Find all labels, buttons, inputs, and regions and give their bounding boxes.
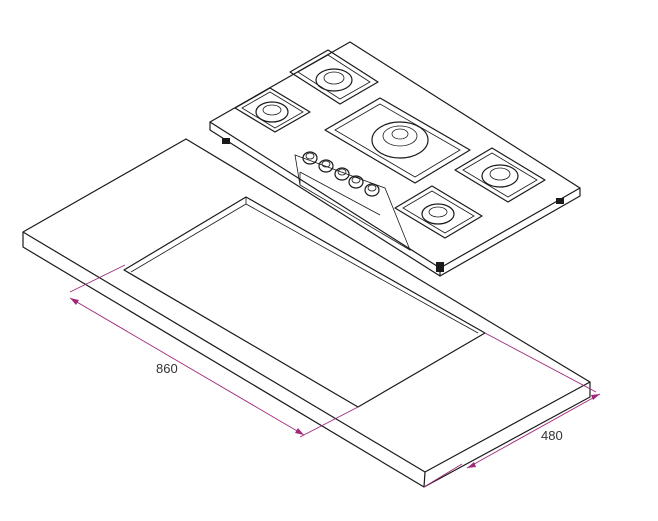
knob-3 bbox=[334, 167, 350, 181]
knob-5 bbox=[364, 183, 380, 197]
burner-front-center bbox=[394, 185, 483, 239]
knob-1 bbox=[302, 151, 318, 165]
dimension-480: 480 bbox=[423, 332, 601, 488]
burner-center-wok bbox=[324, 97, 471, 184]
gas-hob bbox=[209, 41, 581, 277]
burner-back-center bbox=[289, 49, 379, 105]
knob-2 bbox=[318, 159, 334, 173]
control-knobs bbox=[302, 151, 380, 197]
depth-dimension-label: 480 bbox=[541, 428, 563, 443]
width-dimension-label: 860 bbox=[156, 361, 178, 376]
burner-front-right bbox=[454, 147, 546, 203]
knob-4 bbox=[348, 175, 364, 189]
cutout-opening bbox=[123, 196, 486, 408]
dimension-860: 860 bbox=[69, 264, 359, 438]
burner-back-left bbox=[234, 87, 311, 133]
